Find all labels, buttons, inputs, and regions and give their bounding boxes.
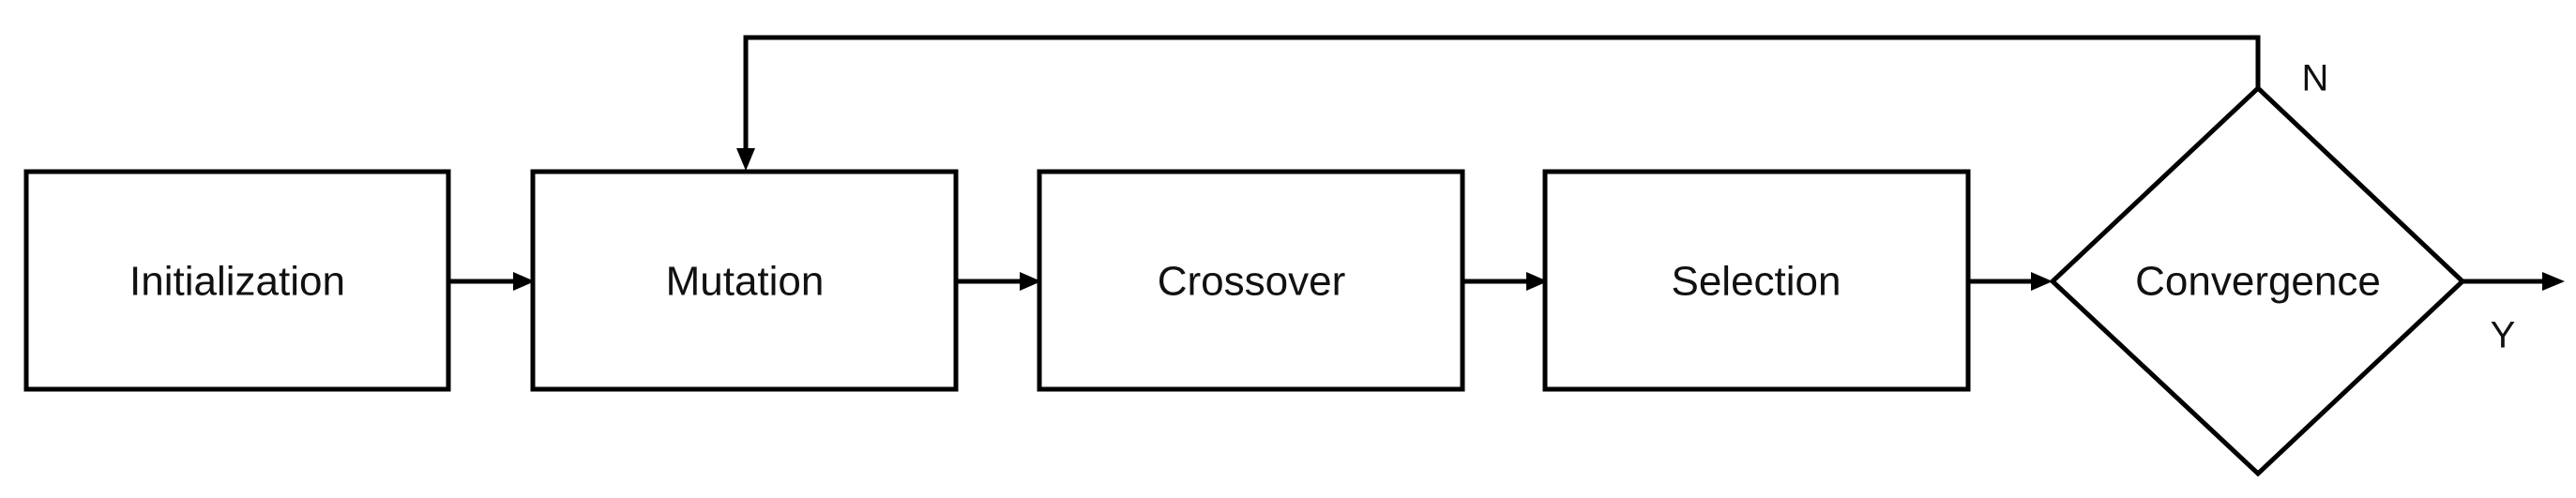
node-crossover-box [1037, 169, 1465, 392]
node-selection-label: Selection [1671, 259, 1841, 305]
branch-label-yes: Y [2491, 315, 2516, 356]
node-crossover-label: Crossover [1158, 259, 1346, 305]
node-initialization: Initialization [23, 169, 451, 392]
node-selection-box [1542, 169, 1971, 392]
node-mutation: Mutation [530, 169, 959, 392]
node-initialization-box [23, 169, 451, 392]
arrowhead-initialization-to-mutation [513, 272, 535, 291]
node-crossover: Crossover [1037, 169, 1465, 392]
arrowhead-crossover-to-selection [1526, 272, 1548, 291]
arrowhead-mutation-to-crossover [1020, 272, 1041, 291]
node-convergence-diamond [2049, 84, 2466, 477]
node-initialization-label: Initialization [129, 259, 345, 305]
branch-label-no: N [2302, 58, 2329, 99]
node-selection: Selection [1542, 169, 1971, 392]
node-mutation-box [530, 169, 959, 392]
edges [448, 35, 2565, 291]
arrowhead-selection-to-convergence [2031, 272, 2053, 291]
edge-convergence-loop-to-mutation [743, 35, 2261, 150]
node-mutation-label: Mutation [666, 259, 825, 305]
node-convergence-label: Convergence [2135, 259, 2381, 305]
node-convergence: Convergence [2049, 84, 2466, 477]
arrowhead-convergence-to-output [2542, 272, 2565, 291]
arrowhead-loop-to-mutation [736, 148, 755, 171]
